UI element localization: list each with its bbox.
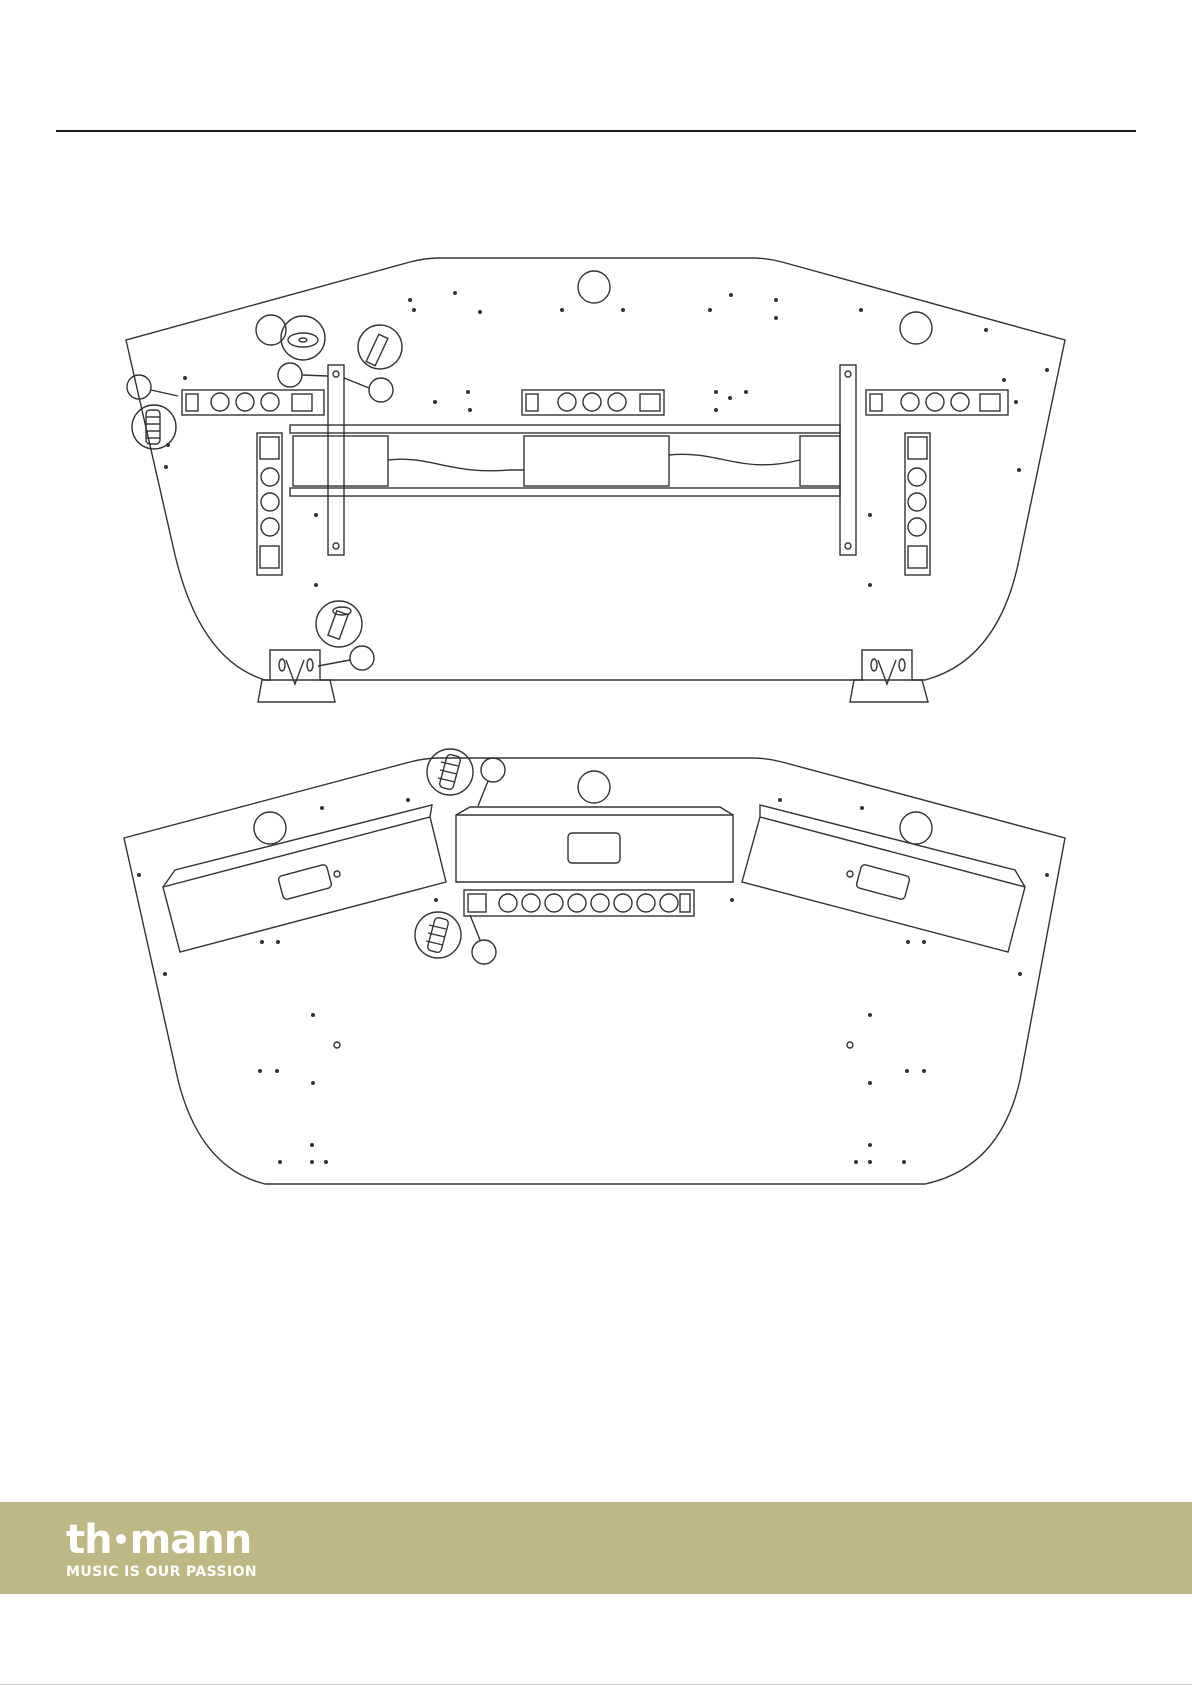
power-strip-center-long (464, 890, 694, 916)
callout-circle (369, 378, 393, 402)
cable-hole (254, 812, 286, 844)
power-strip-right-horizontal (866, 390, 1008, 415)
power-strip-left-horizontal (182, 390, 324, 415)
foot-right (850, 650, 928, 702)
transformer-left (293, 436, 388, 486)
foot-left (258, 650, 335, 702)
screw-detail-bubble (132, 405, 176, 449)
callout-circle (278, 363, 302, 387)
brand-wordmark-left: th (66, 1517, 112, 1563)
mounting-hole (334, 1042, 340, 1048)
cable-hole (578, 771, 610, 803)
power-strip-right-vertical (905, 433, 930, 575)
cable-hole (578, 271, 610, 303)
assembly-diagram-bottom (0, 740, 1192, 1190)
transformer-right (800, 436, 840, 486)
callout-circle (472, 940, 496, 964)
header-rule (56, 130, 1136, 132)
mounting-dots (164, 291, 1049, 587)
power-strip-left-vertical (257, 433, 282, 575)
mounting-dots (137, 798, 1049, 1164)
assembly-diagram-top (0, 240, 1192, 710)
cable (669, 454, 800, 465)
spacer-detail-bubble (427, 749, 473, 795)
brand-wordmark-right: mann (130, 1517, 252, 1563)
desk-outline-bottom (124, 758, 1065, 1184)
washer-detail-bubble (281, 316, 325, 360)
callout-circle (350, 646, 374, 670)
crossbar-frame (290, 365, 856, 555)
foot-screw-detail-bubble (316, 601, 362, 647)
mounting-hole (847, 1042, 853, 1048)
cable-hole (900, 812, 932, 844)
bolt-detail-bubble (358, 325, 402, 369)
cover-panel-left (163, 805, 446, 952)
cable-hole (900, 312, 932, 344)
cable (388, 459, 524, 471)
cover-panel-right (742, 805, 1025, 952)
power-strip-center (522, 390, 664, 415)
cover-panel-center (456, 807, 733, 882)
transformer-center (524, 436, 669, 486)
spacer-detail-bubble (415, 912, 461, 958)
brand-dot-icon (116, 1534, 126, 1544)
callout-circle (481, 758, 505, 782)
brand-tagline: MUSIC IS OUR PASSION (66, 1564, 257, 1580)
